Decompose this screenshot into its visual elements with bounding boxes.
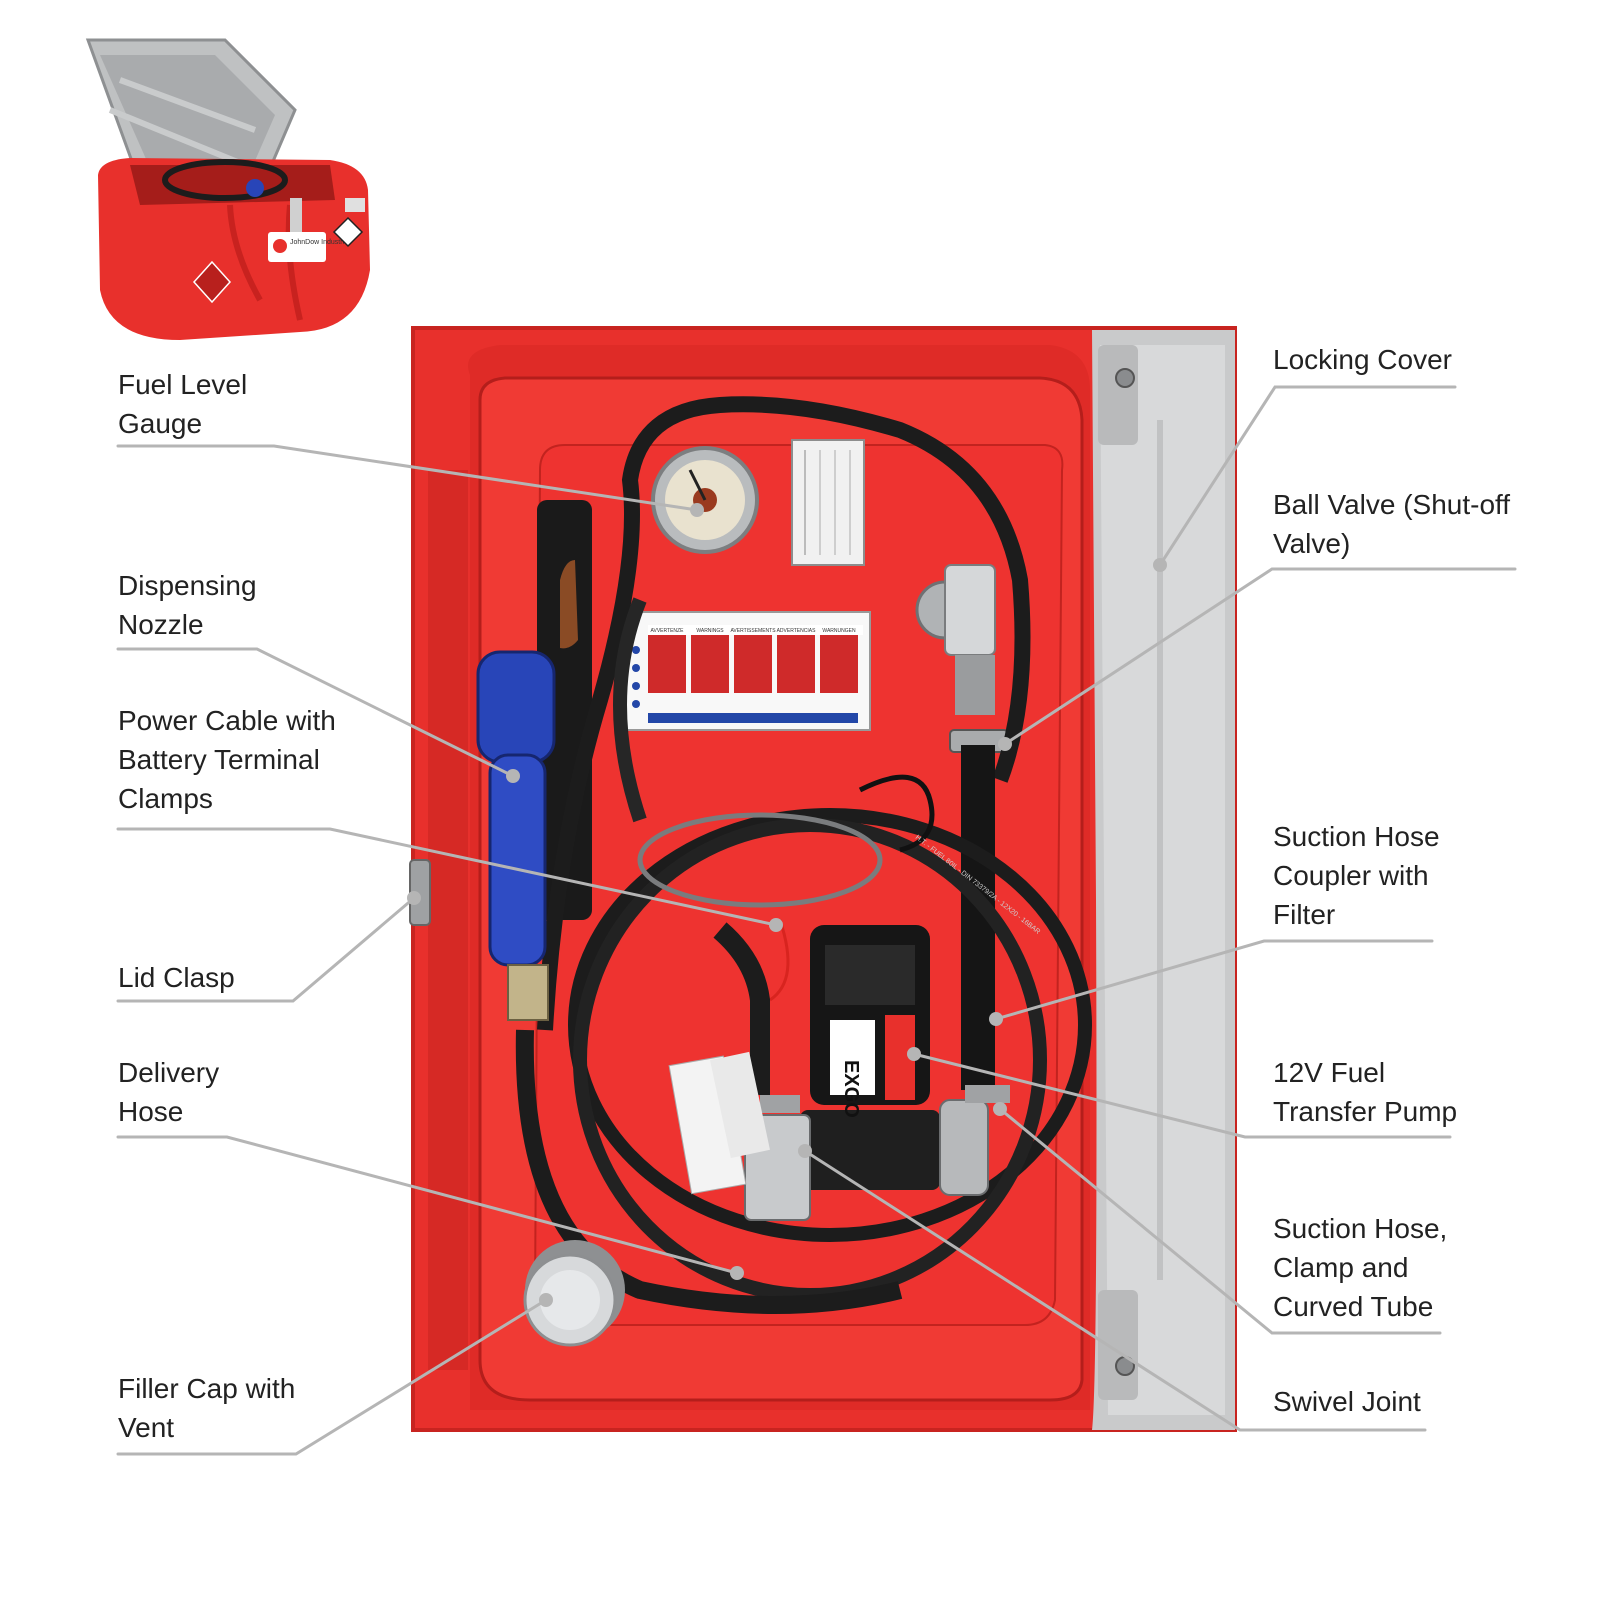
warnings-header-1: WARNINGS [696,628,724,634]
leader-filler-cap [116,1298,548,1456]
warnings-header-0: AVVERTENZE [651,628,685,634]
label-suction-hose-clamp: Suction Hose, Clamp and Curved Tube [1273,1213,1448,1322]
leader-delivery-hose [116,1135,739,1275]
leader-fuel-level-gauge [116,444,699,512]
leader-suction-hose-clamp [998,1107,1442,1335]
leader-locking-cover [1158,385,1457,567]
leader-swivel-joint [803,1149,1427,1432]
label-suction-hose-coupler: Suction Hose Coupler with Filter [1273,821,1440,930]
leader-lines [116,385,1517,1456]
label-locking-cover: Locking Cover [1273,344,1452,375]
leader-ball-valve [1003,567,1517,746]
label-swivel-joint: Swivel Joint [1273,1386,1421,1417]
thumbnail-brand-text: JohnDow Industries [290,239,352,246]
warnings-header-4: WARNUNGEN [822,628,856,634]
warnings-header-3: ADVERTENCIAS [777,628,816,634]
pump-brand-text: EXGO [840,1060,862,1118]
warnings-header-2: AVERTISSEMENTS [730,628,776,634]
label-ball-valve: Ball Valve (Shut-off Valve) [1273,489,1511,559]
label-power-cable: Power Cable with Battery Terminal Clamps [118,705,336,814]
leader-suction-hose-coupler [994,939,1434,1021]
label-filler-cap: Filler Cap with Vent [118,1373,296,1443]
label-fuel-transfer-pump: 12V Fuel Transfer Pump [1273,1057,1458,1127]
thumbnail-product-image: JohnDow Industries [85,38,370,340]
leader-fuel-transfer-pump [912,1052,1452,1139]
label-fuel-level-gauge: Fuel Level Gauge [118,369,248,439]
leader-lid-clasp [116,896,416,1003]
leader-dispensing-nozzle [116,647,515,778]
label-delivery-hose: Delivery Hose [118,1057,220,1127]
main-photo [409,326,1237,1432]
leader-power-cable [116,827,778,927]
label-dispensing-nozzle: Dispensing Nozzle [118,570,257,640]
label-lid-clasp: Lid Clasp [118,962,235,993]
